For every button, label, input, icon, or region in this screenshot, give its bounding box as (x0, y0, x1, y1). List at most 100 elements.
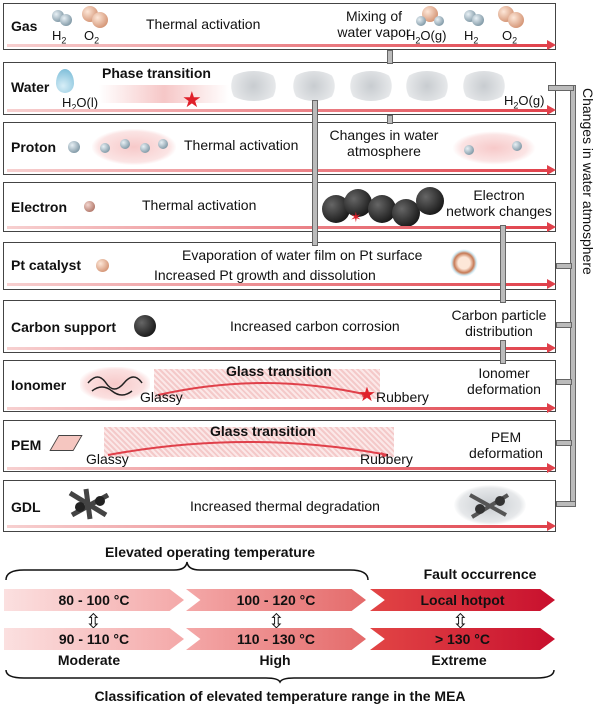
vapor-cloud-icon (402, 71, 452, 101)
gdl-degradation-text: Increased thermal degradation (190, 498, 380, 514)
double-arrow-icon-1: ⇳ (85, 611, 102, 633)
carbon-particle-icon (134, 315, 156, 337)
classification-caption: Classification of elevated temperature r… (94, 688, 466, 704)
band-local-hotspot: Local hotpot (370, 589, 555, 611)
pem-transition-arc (107, 441, 389, 457)
pipe-gas-water (387, 50, 393, 64)
row-carbon-support: Carbon support Increased carbon corrosio… (3, 300, 556, 353)
row-ionomer: Ionomer Glass transition Glassy ★ Rubber… (3, 360, 556, 413)
elevated-temperature-title: Elevated operating temperature (104, 544, 316, 560)
band-110-130: 110 - 130 °C (186, 628, 366, 650)
row-gdl: GDL Increased thermal degradation (3, 480, 556, 532)
phase-transition-text: Phase transition (102, 65, 211, 81)
pt-evaporation-icon (450, 249, 478, 277)
pipe-connector-water (548, 85, 574, 91)
gas-thermal-text: Thermal activation (146, 16, 261, 32)
mixing-text: Mixing of water vapor (337, 8, 411, 40)
pt-temperature-arrow (7, 279, 556, 289)
row-label-pt-catalyst: Pt catalyst (11, 257, 82, 273)
pem-temperature-arrow (7, 463, 556, 473)
pipe-branch-pt (556, 263, 572, 269)
gdl-degraded-icon (454, 485, 526, 525)
row-gas: Gas H2 O2 Thermal activation Mixing of w… (3, 3, 556, 50)
row-water: Water H2O(l) Phase transition ★ H2O(g) (3, 62, 556, 115)
pt-growth-text: Increased Pt growth and dissolution (154, 267, 376, 283)
phase-transition-band (99, 85, 229, 103)
proton-hopping-icon (92, 129, 176, 165)
row-electron: Electron Thermal activation ✶ Electron n… (3, 182, 556, 232)
pipe-ionomer-to-carbon (500, 340, 506, 364)
vapor-cloud-icon (346, 71, 396, 101)
ionomer-hotspot-star-icon: ★ (358, 384, 376, 406)
row-label-pem: PEM (11, 437, 42, 453)
row-pt-catalyst: Pt catalyst Evaporation of water film on… (3, 242, 556, 290)
double-arrow-icon-2: ⇳ (268, 611, 285, 633)
water-drop-icon (56, 69, 74, 93)
pem-glass-transition: Glass transition (210, 423, 316, 439)
ionomer-rubbery-label: Rubbery (376, 389, 429, 405)
h2-label: H2 (52, 28, 67, 46)
elevated-brace (5, 561, 369, 581)
pem-rubbery-label: Rubbery (360, 451, 413, 467)
vapor-cloud-icon (289, 71, 339, 101)
band-100-120: 100 - 120 °C (186, 589, 366, 611)
electron-ball-icon (84, 201, 95, 212)
side-water-atmosphere-label: Changes in water atmosphere (580, 88, 596, 275)
pem-sheet-icon (49, 435, 83, 451)
electron-temperature-arrow (7, 222, 556, 232)
ionomer-chain-icon (80, 367, 150, 401)
ionomer-deformation-text: Ionomer deformation (467, 365, 541, 397)
row-label-gas: Gas (11, 18, 38, 34)
carbon-network-icon: ✶ (322, 185, 452, 229)
fault-occurrence-title: Fault occurrence (423, 566, 537, 582)
o2-label: O2 (84, 28, 100, 46)
electron-network-text: Electron network changes (446, 187, 552, 219)
pt-evaporation-text: Evaporation of water film on Pt surface (182, 247, 423, 263)
pem-deformation-text: PEM deformation (469, 429, 543, 461)
carbon-distribution-text: Carbon particle distribution (451, 307, 547, 339)
proton-hopping-icon-right (452, 131, 536, 165)
vapor-cloud-icon (459, 71, 509, 101)
pt-particle-icon (96, 259, 109, 272)
row-label-carbon-support: Carbon support (11, 319, 116, 335)
hotspot-star-icon: ★ (182, 87, 202, 112)
pipe-connector-gdl (556, 501, 576, 507)
row-proton: Proton Thermal activation Changes in wat… (3, 122, 556, 175)
pipe-branch-pem (556, 440, 572, 446)
level-extreme: Extreme (431, 652, 487, 668)
ionomer-glass-transition: Glass transition (226, 363, 332, 379)
gdl-temperature-arrow (7, 521, 556, 531)
pem-glassy-label: Glassy (86, 451, 129, 467)
pipe-water-proton (387, 115, 393, 124)
pipe-branch-ionomer (556, 379, 572, 385)
electron-thermal-text: Thermal activation (142, 197, 257, 213)
o2-label-right: O2 (502, 28, 518, 46)
carbon-corrosion-text: Increased carbon corrosion (230, 318, 400, 334)
pipe-branch-carbon (556, 322, 572, 328)
h2o-g-label: H2O(g) (406, 28, 447, 46)
gdl-fiber-icon (66, 487, 114, 521)
ionomer-glassy-label: Glassy (140, 389, 183, 405)
band-over-130: > 130 °C (370, 628, 555, 650)
proton-temperature-arrow (7, 165, 556, 175)
row-label-ionomer: Ionomer (11, 377, 67, 393)
band-80-100: 80 - 100 °C (4, 589, 184, 611)
ionomer-temperature-arrow (7, 403, 556, 413)
band-90-110: 90 - 110 °C (4, 628, 184, 650)
water-temperature-arrow (7, 105, 556, 115)
level-moderate: Moderate (57, 652, 121, 668)
level-high: High (259, 652, 291, 668)
proton-thermal-text: Thermal activation (184, 137, 299, 153)
row-label-proton: Proton (11, 139, 57, 155)
pipe-carbon-to-electron (500, 225, 506, 303)
water-atmosphere-changes-text: Changes in water atmosphere (329, 127, 439, 159)
double-arrow-icon-3: ⇳ (452, 611, 469, 633)
vapor-cloud-icon (226, 71, 281, 101)
proton-ball-icon (68, 141, 80, 153)
h2o-l-label: H2O(l) (62, 95, 99, 113)
h2o-g-water-label: H2O(g) (504, 93, 545, 111)
carbon-temperature-arrow (7, 343, 556, 353)
h2-label-right: H2 (464, 28, 479, 46)
row-label-water: Water (11, 79, 50, 95)
ionomer-transition-arc (157, 382, 369, 397)
